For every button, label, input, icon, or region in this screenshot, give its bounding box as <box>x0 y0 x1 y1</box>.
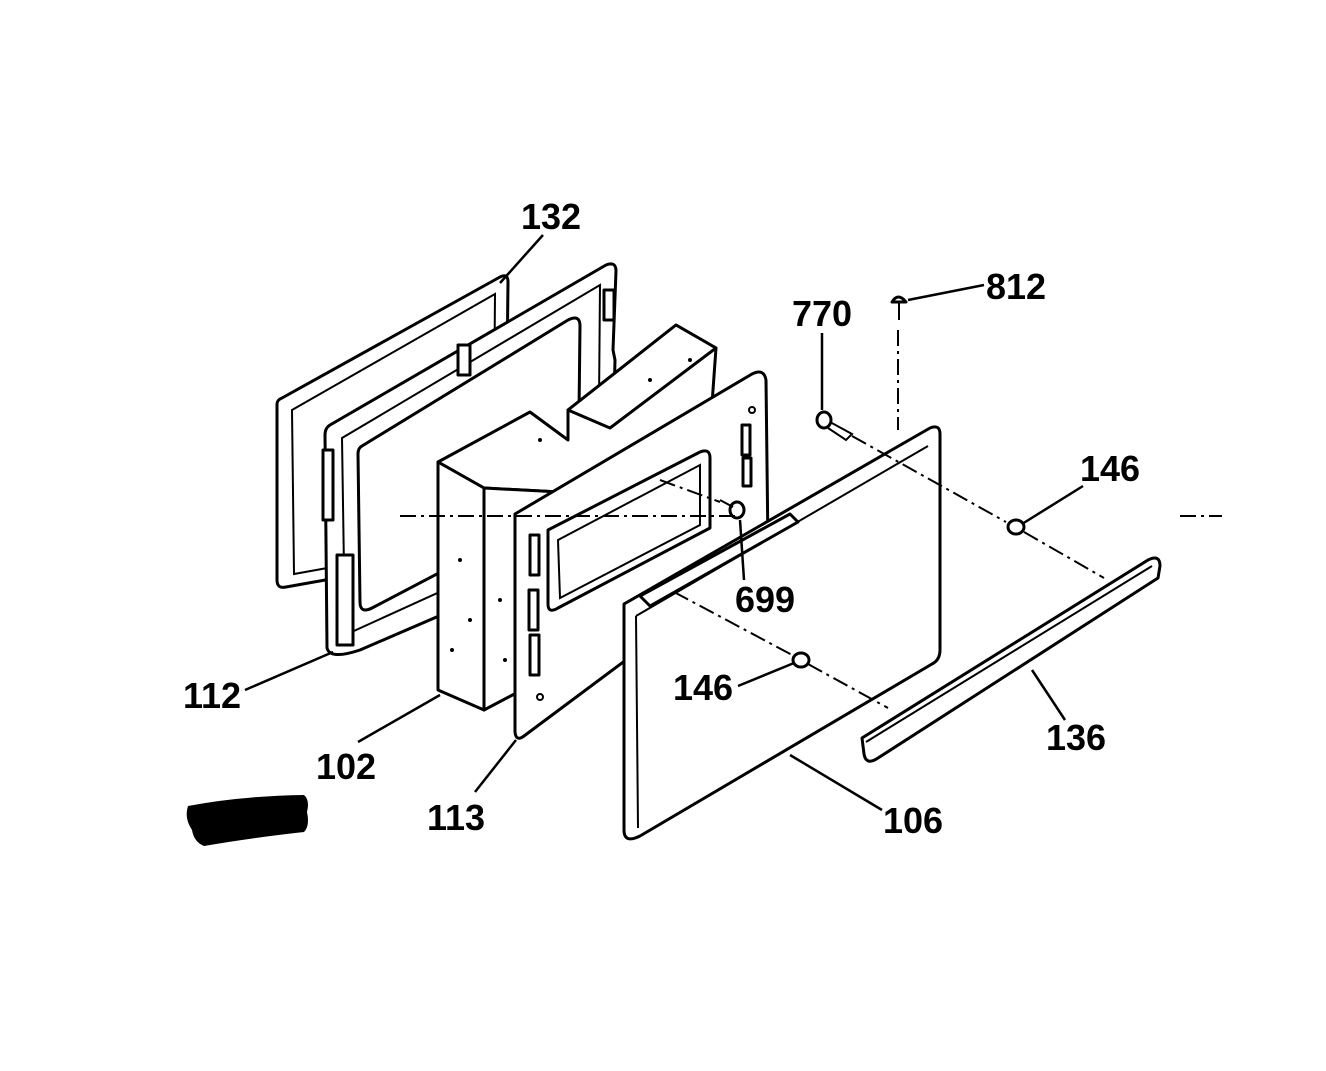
bumper-146-upper <box>1006 518 1026 536</box>
outer-door-panel-106 <box>622 425 942 841</box>
scribble-mark <box>186 795 308 846</box>
screw-812 <box>890 295 908 320</box>
bumper-146-lower <box>791 651 811 669</box>
screw-770 <box>815 410 854 442</box>
label-699: 699 <box>735 579 795 620</box>
label-106: 106 <box>883 800 943 841</box>
inner-door-panel-113 <box>513 370 770 740</box>
label-146-lower: 146 <box>673 667 733 708</box>
label-112: 112 <box>183 675 241 716</box>
label-102: 102 <box>316 746 376 787</box>
label-136: 136 <box>1046 717 1106 758</box>
label-113: 113 <box>427 797 485 838</box>
label-146-upper: 146 <box>1080 448 1140 489</box>
assembly-lines <box>400 330 1222 709</box>
label-770: 770 <box>792 293 852 334</box>
screw-699 <box>719 499 746 520</box>
leader-lines <box>244 234 1084 812</box>
door-handle-136 <box>860 556 1162 763</box>
label-132: 132 <box>521 196 581 237</box>
label-812: 812 <box>986 266 1046 307</box>
